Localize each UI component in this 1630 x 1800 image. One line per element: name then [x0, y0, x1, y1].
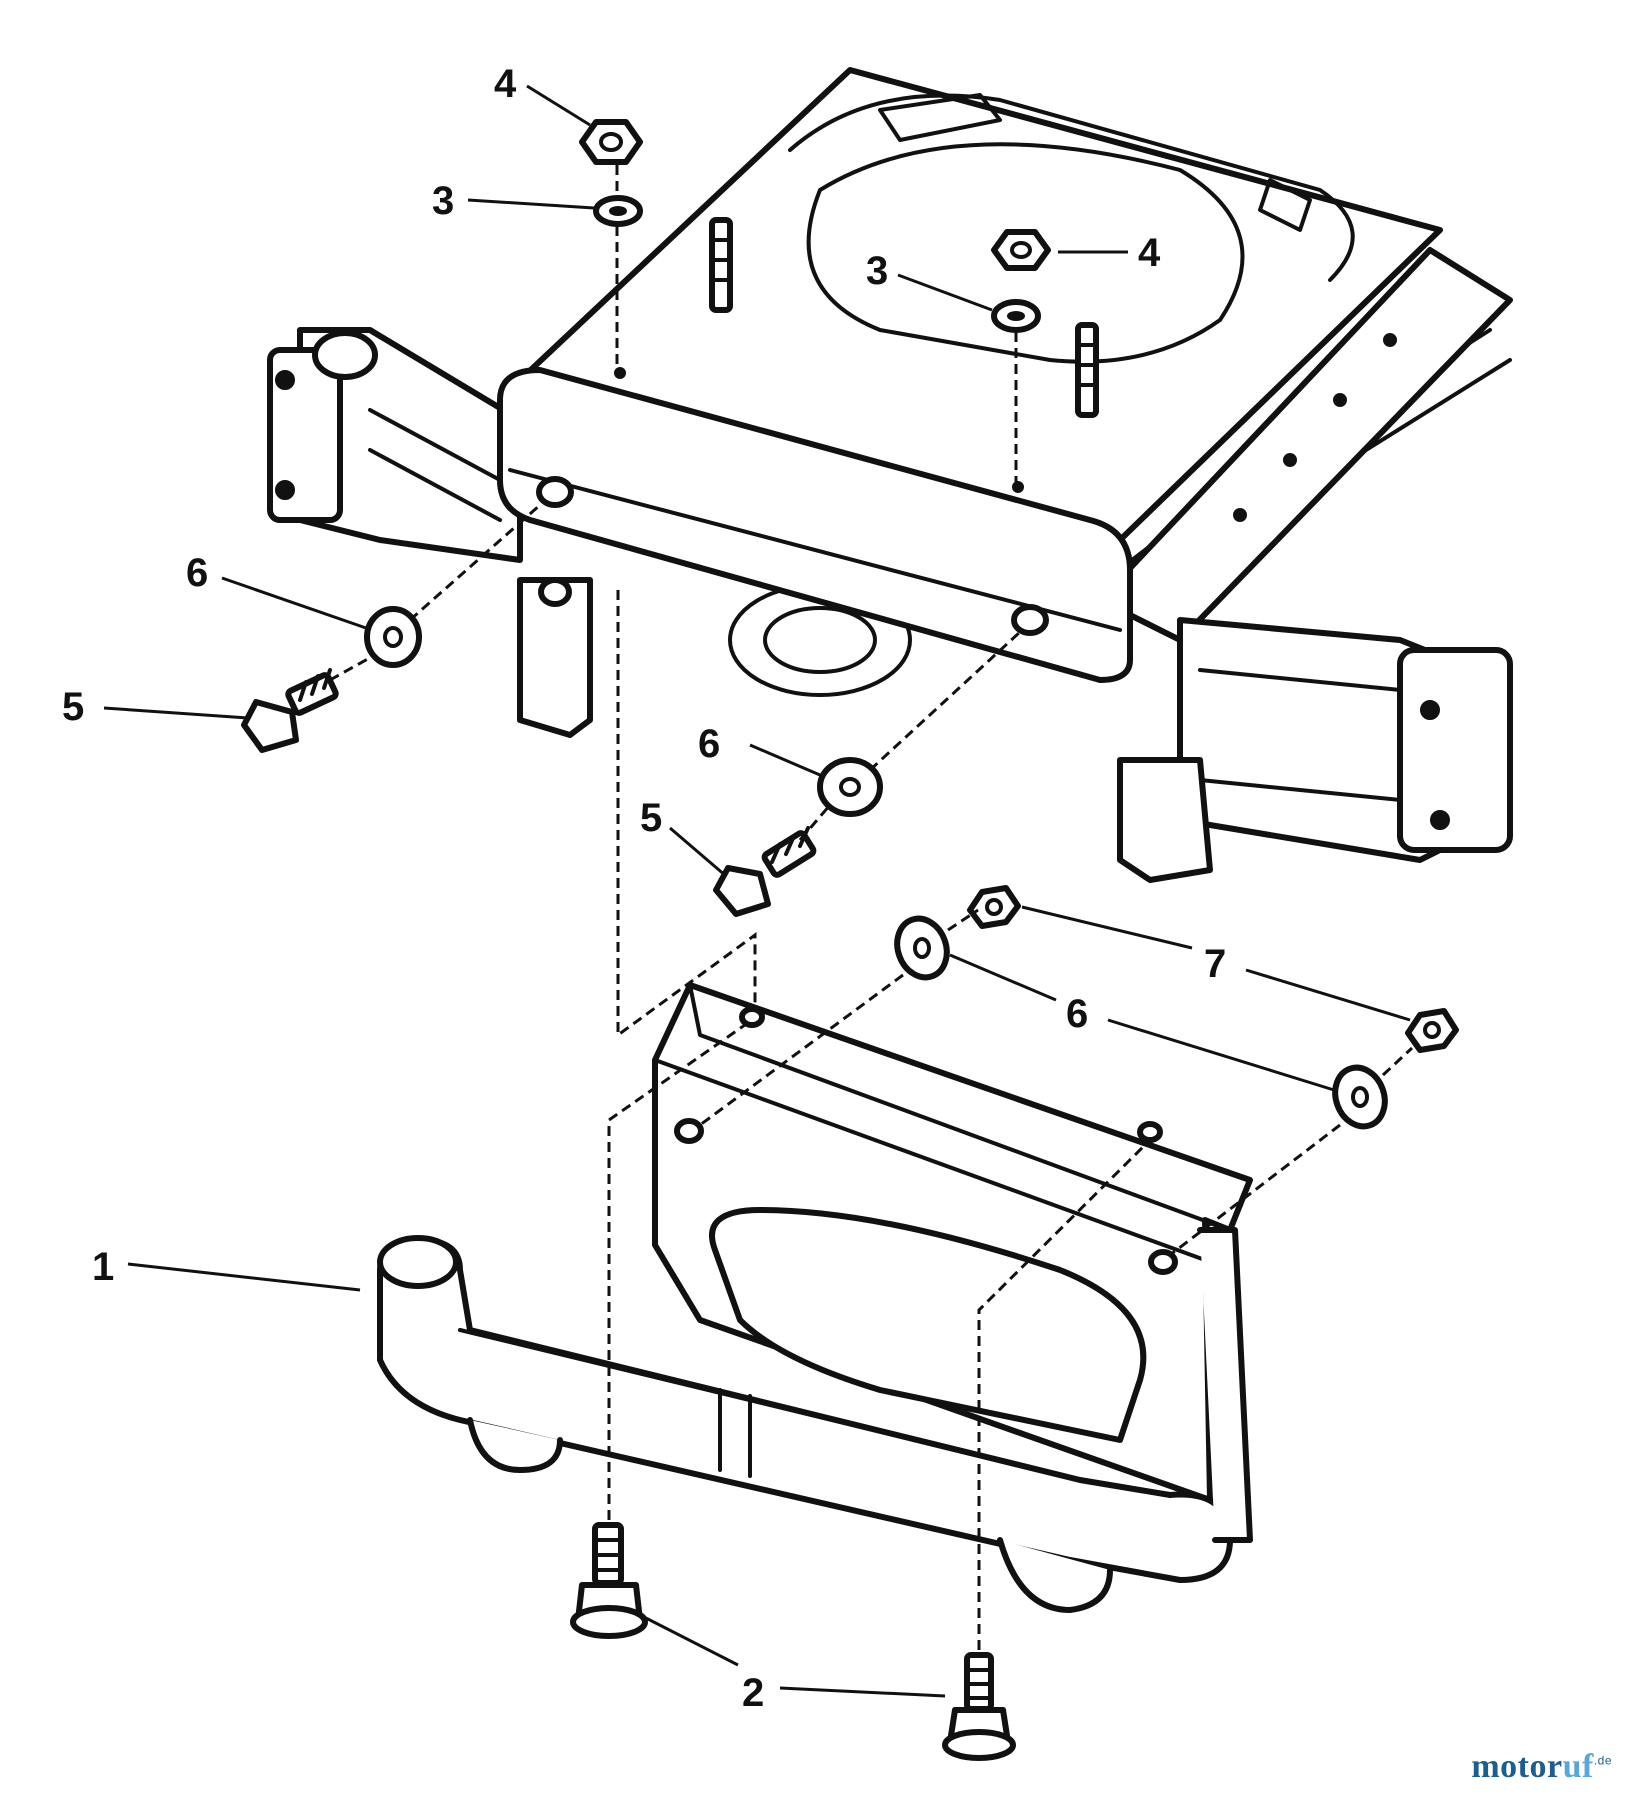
bolt-5-center: [713, 826, 817, 917]
front-bumper: [377, 982, 1253, 1613]
tractor-frame-assembly: [267, 67, 1513, 883]
callout-5-left: 5: [62, 685, 84, 729]
watermark-suffix: .de: [1593, 1753, 1612, 1768]
callout-4-mid: 4: [1138, 231, 1161, 275]
callout-6-right: 6: [1066, 992, 1088, 1036]
washer-6-right: [1332, 1064, 1388, 1130]
callout-3-top: 3: [432, 179, 454, 223]
nut-4-mid: [991, 229, 1051, 271]
callout-4-top: 4: [494, 62, 517, 106]
watermark-text-accent: uf: [1562, 1748, 1594, 1785]
callout-6-left: 6: [186, 551, 208, 595]
watermark-text-main: motor: [1471, 1748, 1563, 1785]
washer-3-top: [593, 195, 643, 227]
washer-6-center: [817, 757, 883, 817]
assembly-guides: [329, 165, 1414, 1650]
washer-6-front: [894, 915, 950, 981]
callout-1: 1: [92, 1245, 114, 1289]
bolt-2-left: [570, 1522, 648, 1639]
nut-4-top: [579, 119, 643, 165]
bolt-2-right: [942, 1652, 1016, 1761]
callout-7: 7: [1204, 942, 1226, 986]
bolt-5-left: [241, 668, 339, 753]
washer-3-mid: [991, 299, 1041, 333]
washer-6-left: [364, 606, 422, 668]
callout-6-center: 6: [698, 722, 720, 766]
callout-2: 2: [742, 1671, 764, 1715]
nut-7-right: [1405, 1008, 1459, 1053]
callout-5-center: 5: [640, 796, 662, 840]
callout-3-mid: 3: [866, 249, 888, 293]
callout-labels: 4 3 3 4 6 5 6 5 7 6 1 2: [62, 62, 1226, 1715]
nut-7-center: [967, 885, 1021, 929]
watermark-logo: motoruf.de: [1471, 1748, 1612, 1786]
callout-leaders: [103, 84, 1411, 1698]
